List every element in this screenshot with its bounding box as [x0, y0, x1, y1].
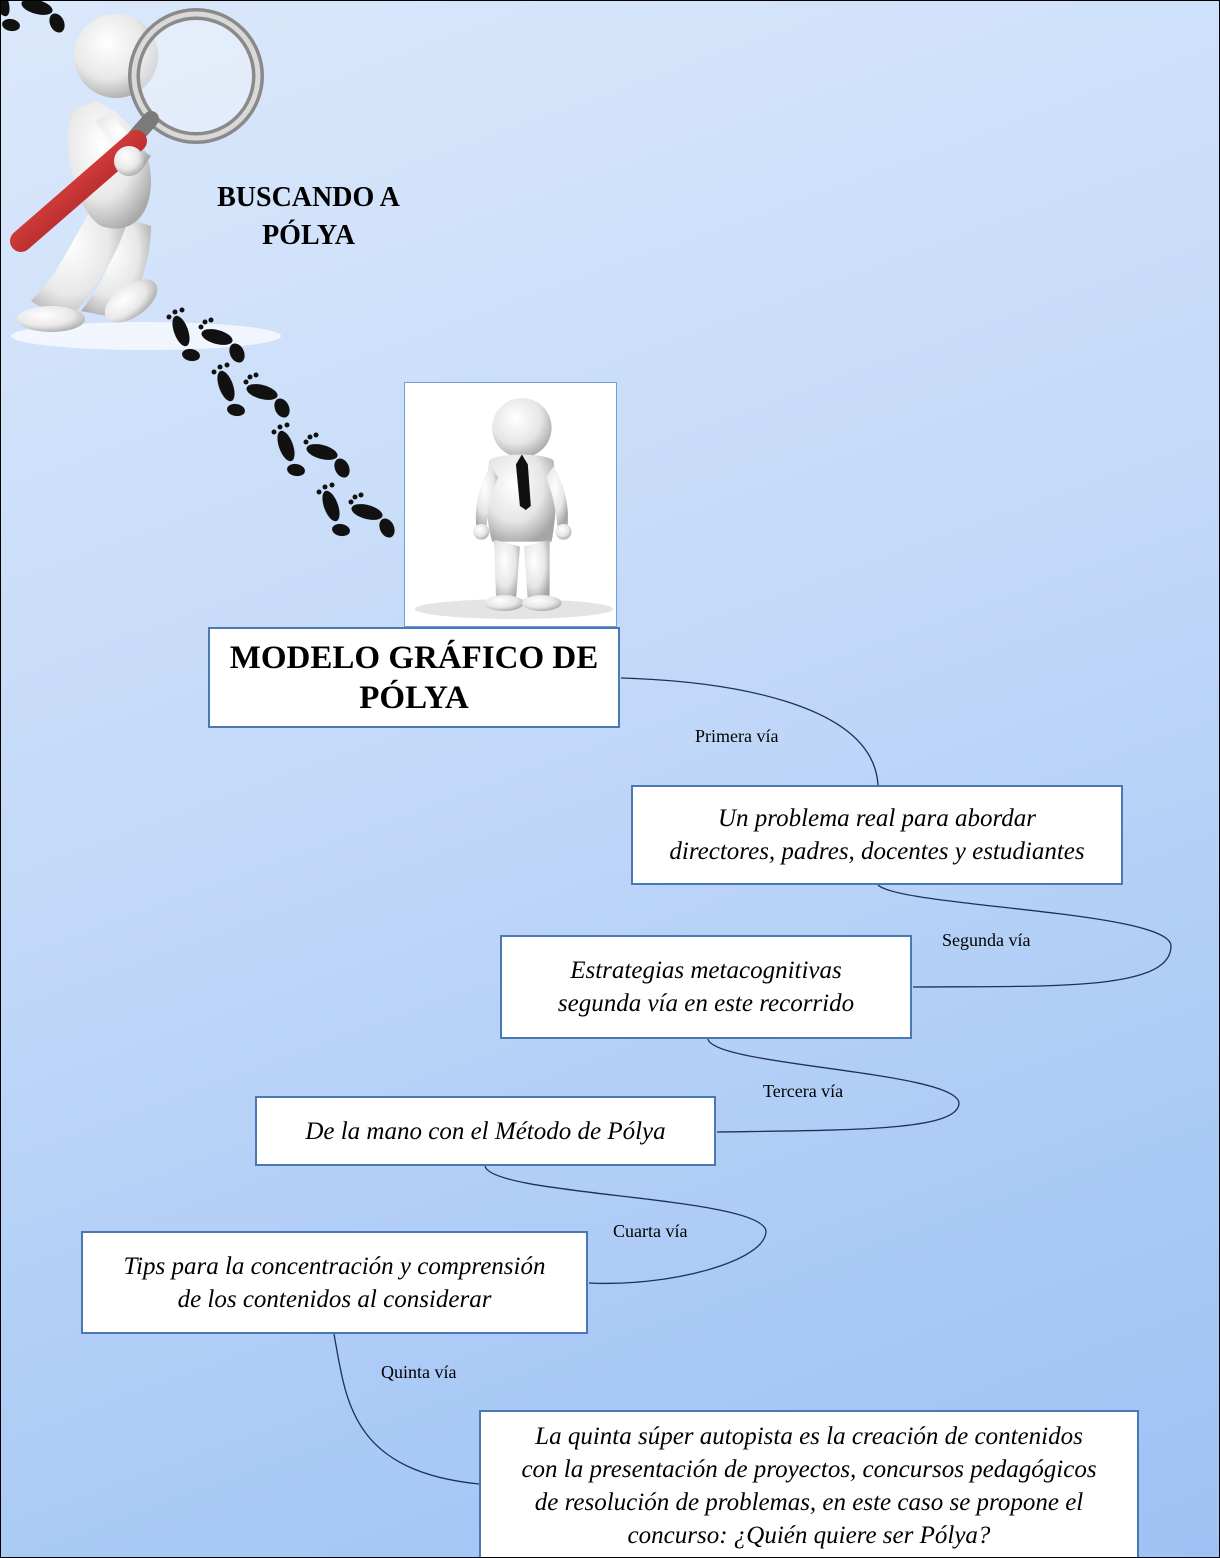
step-5-line1: La quinta súper autopista es la creación…	[535, 1422, 1083, 1450]
via-label-5: Quinta vía	[381, 1362, 457, 1382]
step-2-line2: segunda vía en este recorrido	[557, 990, 855, 1017]
footprints-icon	[1, 1, 398, 541]
step-box-3: De la mano con el Método de Pólya	[255, 1096, 716, 1166]
main-title-line2: PÓLYA	[359, 679, 469, 716]
step-box-4: Tips para la concentración y comprensión…	[81, 1231, 588, 1334]
title-buscando-line1: BUSCANDO A	[217, 182, 400, 213]
connector-via-5	[333, 1333, 480, 1485]
step-box-2: Estrategias metacognitivas segunda vía e…	[500, 935, 912, 1039]
step-3-line1: De la mano con el Método de Pólya	[305, 1117, 666, 1145]
via-label-3: Tercera vía	[763, 1081, 844, 1101]
step-2-line1: Estrategias metacognitivas	[570, 957, 842, 984]
step-1-line1: Un problema real para abordar	[717, 805, 1037, 832]
via-label-2: Segunda vía	[942, 930, 1031, 950]
main-title-box: MODELO GRÁFICO DE PÓLYA	[208, 627, 620, 728]
step-4-line1: Tips para la concentración y comprensión	[123, 1252, 546, 1280]
connector-via-1	[620, 677, 879, 786]
step-4-line2: de los contenidos al considerar	[177, 1285, 492, 1313]
title-buscando-line2: PÓLYA	[262, 220, 355, 251]
step-5-line3: de resolución de problemas, en este caso…	[534, 1488, 1084, 1516]
step-box-1: Un problema real para abordar directores…	[631, 785, 1123, 885]
step-1-line2: directores, padres, docentes y estudiant…	[669, 838, 1085, 865]
title-buscando: BUSCANDO A PÓLYA	[196, 179, 421, 255]
standing-figure-panel	[404, 382, 617, 627]
step-5-line2: con la presentación de proyectos, concur…	[521, 1455, 1097, 1483]
step-5-line4: concurso: ¿Quién quiere ser Pólya?	[627, 1521, 991, 1549]
step-box-5: La quinta súper autopista es la creación…	[479, 1410, 1139, 1557]
figure-with-magnifying-glass-icon	[10, 8, 281, 350]
standing-figure-with-tie-icon	[414, 398, 614, 619]
via-label-4: Cuarta vía	[613, 1221, 688, 1241]
connector-via-2	[877, 884, 1172, 988]
main-title-line1: MODELO GRÁFICO DE	[229, 639, 599, 676]
connector-via-3	[707, 1038, 960, 1133]
via-label-1: Primera vía	[695, 726, 779, 746]
connector-via-4	[484, 1165, 767, 1285]
